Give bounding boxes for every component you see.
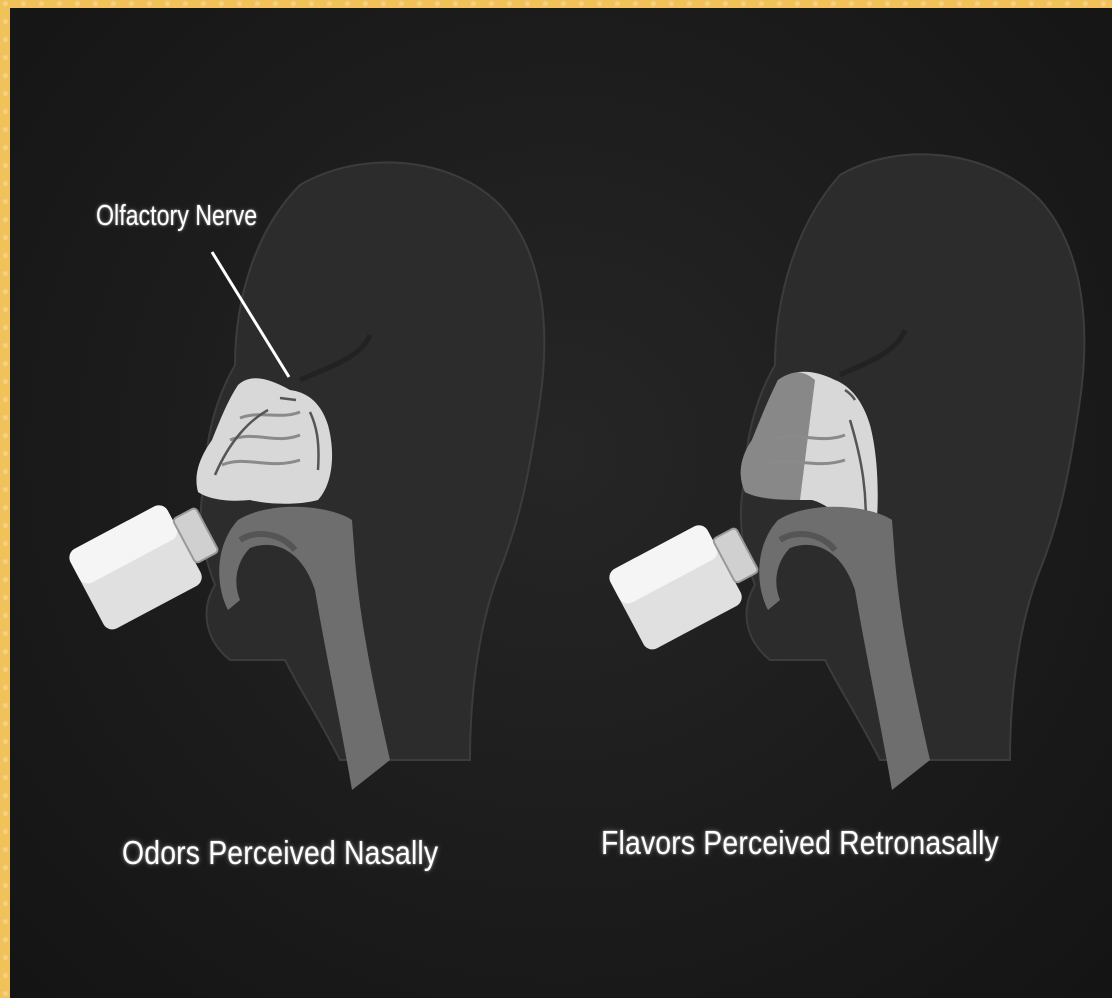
left-head-diagram	[66, 162, 544, 790]
left-caption: Odors Perceived Nasally	[122, 834, 438, 872]
olfactory-nerve-label: Olfactory Nerve	[96, 200, 257, 233]
right-caption: Flavors Perceived Retronasally	[601, 824, 999, 862]
right-head-diagram	[606, 154, 1084, 790]
